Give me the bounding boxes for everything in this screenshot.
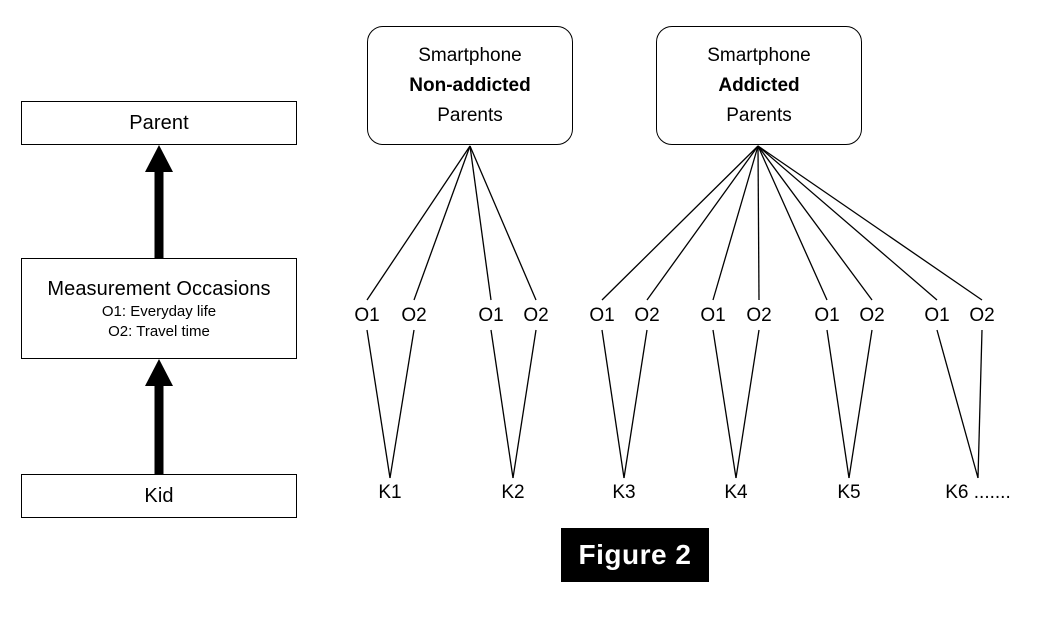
link-parent-to-occasion bbox=[646, 145, 759, 301]
link-occasion-to-kid bbox=[936, 329, 979, 479]
link-parent-to-occasion bbox=[757, 145, 983, 301]
legend-measurement-title: Measurement Occasions bbox=[47, 277, 271, 300]
link-parent-to-occasion bbox=[757, 145, 828, 301]
occasion-label: O2 bbox=[523, 305, 549, 326]
group-links-nonaddicted bbox=[366, 145, 537, 479]
occasion-label: O2 bbox=[746, 305, 772, 326]
link-occasion-to-kid bbox=[848, 329, 873, 479]
group-addicted-line2: Addicted bbox=[718, 74, 800, 96]
link-parent-to-occasion bbox=[757, 145, 873, 301]
link-occasion-to-kid bbox=[366, 329, 391, 479]
group-addicted-line3: Parents bbox=[726, 104, 792, 126]
group-box-addicted-parents: Smartphone Addicted Parents bbox=[656, 26, 862, 145]
group-nonaddicted-line1: Smartphone bbox=[418, 44, 522, 66]
occasion-label: O1 bbox=[354, 305, 380, 326]
arrow-kid-to-measurement bbox=[145, 359, 173, 474]
link-parent-to-occasion bbox=[413, 145, 471, 301]
link-occasion-to-kid bbox=[977, 329, 983, 479]
link-occasion-to-kid bbox=[623, 329, 648, 479]
occasion-label: O2 bbox=[969, 305, 995, 326]
occasion-label: O1 bbox=[478, 305, 504, 326]
kid-label: K5 bbox=[837, 482, 861, 503]
link-occasion-to-kid bbox=[826, 329, 850, 479]
kid-label: K4 bbox=[724, 482, 748, 503]
link-parent-to-occasion bbox=[757, 145, 760, 301]
link-occasion-to-kid bbox=[512, 329, 537, 479]
group-nonaddicted-line2: Non-addicted bbox=[409, 74, 531, 96]
legend-kid-title: Kid bbox=[144, 485, 174, 507]
group-addicted-line1: Smartphone bbox=[707, 44, 811, 66]
occasion-label: O1 bbox=[924, 305, 950, 326]
figure-caption: Figure 2 bbox=[561, 528, 709, 582]
kid-label: K2 bbox=[501, 482, 525, 503]
kid-label: K3 bbox=[612, 482, 636, 503]
legend-measurement-sub-o2: O2: Travel time bbox=[108, 322, 210, 340]
arrow-measurement-to-parent bbox=[145, 145, 173, 258]
occasion-label: O1 bbox=[700, 305, 726, 326]
occasion-label: O2 bbox=[859, 305, 885, 326]
link-parent-to-occasion bbox=[366, 145, 471, 301]
occasion-label: O2 bbox=[401, 305, 427, 326]
link-occasion-to-kid bbox=[601, 329, 625, 479]
link-occasion-to-kid bbox=[389, 329, 415, 479]
link-occasion-to-kid bbox=[712, 329, 737, 479]
link-occasion-to-kid bbox=[490, 329, 514, 479]
link-parent-to-occasion bbox=[601, 145, 759, 301]
legend-box-kid: Kid bbox=[21, 474, 297, 518]
group-nonaddicted-line3: Parents bbox=[437, 104, 503, 126]
kid-label: K1 bbox=[378, 482, 402, 503]
link-parent-to-occasion bbox=[712, 145, 759, 301]
legend-box-measurement-occasions: Measurement Occasions O1: Everyday life … bbox=[21, 258, 297, 359]
legend-box-parent: Parent bbox=[21, 101, 297, 145]
occasion-label: O2 bbox=[634, 305, 660, 326]
occasion-label: O1 bbox=[589, 305, 615, 326]
kid-label: K6 ....... bbox=[945, 482, 1011, 503]
link-parent-to-occasion bbox=[757, 145, 938, 301]
legend-measurement-sub-o1: O1: Everyday life bbox=[101, 302, 217, 320]
occasion-label: O1 bbox=[814, 305, 840, 326]
legend-parent-title: Parent bbox=[129, 112, 189, 134]
group-box-non-addicted-parents: Smartphone Non-addicted Parents bbox=[367, 26, 573, 145]
link-occasion-to-kid bbox=[735, 329, 760, 479]
link-parent-to-occasion bbox=[469, 145, 537, 301]
link-parent-to-occasion bbox=[469, 145, 492, 301]
